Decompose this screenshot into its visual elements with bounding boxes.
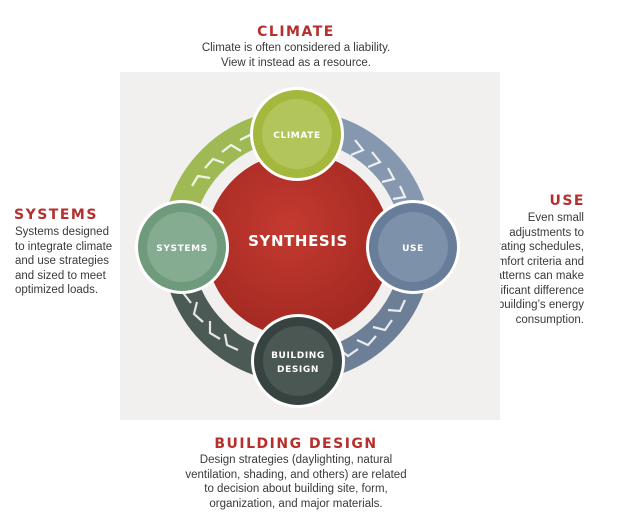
systems-desc-line: to integrate climate bbox=[15, 240, 113, 253]
use-heading: USE bbox=[549, 193, 585, 209]
building-design-desc-line: ventilation, shading, and others) are re… bbox=[185, 468, 407, 481]
use-desc-line: Even small bbox=[527, 212, 584, 224]
use-desc-line: adjustments to bbox=[509, 226, 584, 239]
climate-heading: CLIMATE bbox=[257, 24, 335, 40]
systems-node-label: SYSTEMS bbox=[156, 244, 207, 254]
building-design-heading: BUILDING DESIGN bbox=[214, 436, 378, 452]
use-node-label: USE bbox=[402, 244, 424, 254]
synthesis-label: SYNTHESIS bbox=[248, 232, 348, 250]
building-design-node: BUILDING DESIGN bbox=[251, 314, 345, 408]
building-design-desc-line: to decision about building site, form, bbox=[204, 483, 388, 495]
building-design-desc-line: organization, and major materials. bbox=[209, 497, 383, 510]
systems-heading: SYSTEMS bbox=[14, 207, 98, 223]
climate-desc-line: View it instead as a resource. bbox=[220, 56, 371, 69]
systems-desc-line: Systems designed bbox=[15, 226, 109, 238]
systems-desc-line: and sized to meet bbox=[15, 269, 106, 282]
use-desc-line: in a building’s energy bbox=[476, 299, 584, 311]
use-node: USE bbox=[366, 200, 460, 294]
building-design-desc-line: Design strategies (daylighting, natural bbox=[199, 454, 393, 466]
systems-desc-line: and use strategies bbox=[15, 255, 109, 267]
climate-node-label: CLIMATE bbox=[273, 131, 320, 141]
climate-desc-line: Climate is often considered a liability. bbox=[201, 42, 391, 54]
climate-description: Climate is often considered a liability.… bbox=[0, 41, 592, 70]
systems-desc-line: optimized loads. bbox=[15, 284, 99, 296]
building-design-node-label-line2: DESIGN bbox=[277, 365, 319, 375]
use-desc-line: consumption. bbox=[515, 313, 584, 326]
climate-node: CLIMATE bbox=[250, 87, 344, 181]
systems-node: SYSTEMS bbox=[135, 200, 229, 294]
use-desc-line: operating schedules, bbox=[477, 241, 584, 253]
arrow-arc-building-to-systems bbox=[168, 278, 267, 377]
systems-description: Systems designed to integrate climate an… bbox=[15, 225, 135, 298]
ring-arrows bbox=[168, 115, 427, 377]
building-design-node-label-line1: BUILDING bbox=[271, 351, 325, 361]
building-design-description: Design strategies (daylighting, natural … bbox=[0, 453, 592, 511]
use-desc-line: comfort criteria and bbox=[485, 255, 584, 268]
synthesis-circle bbox=[206, 153, 390, 337]
